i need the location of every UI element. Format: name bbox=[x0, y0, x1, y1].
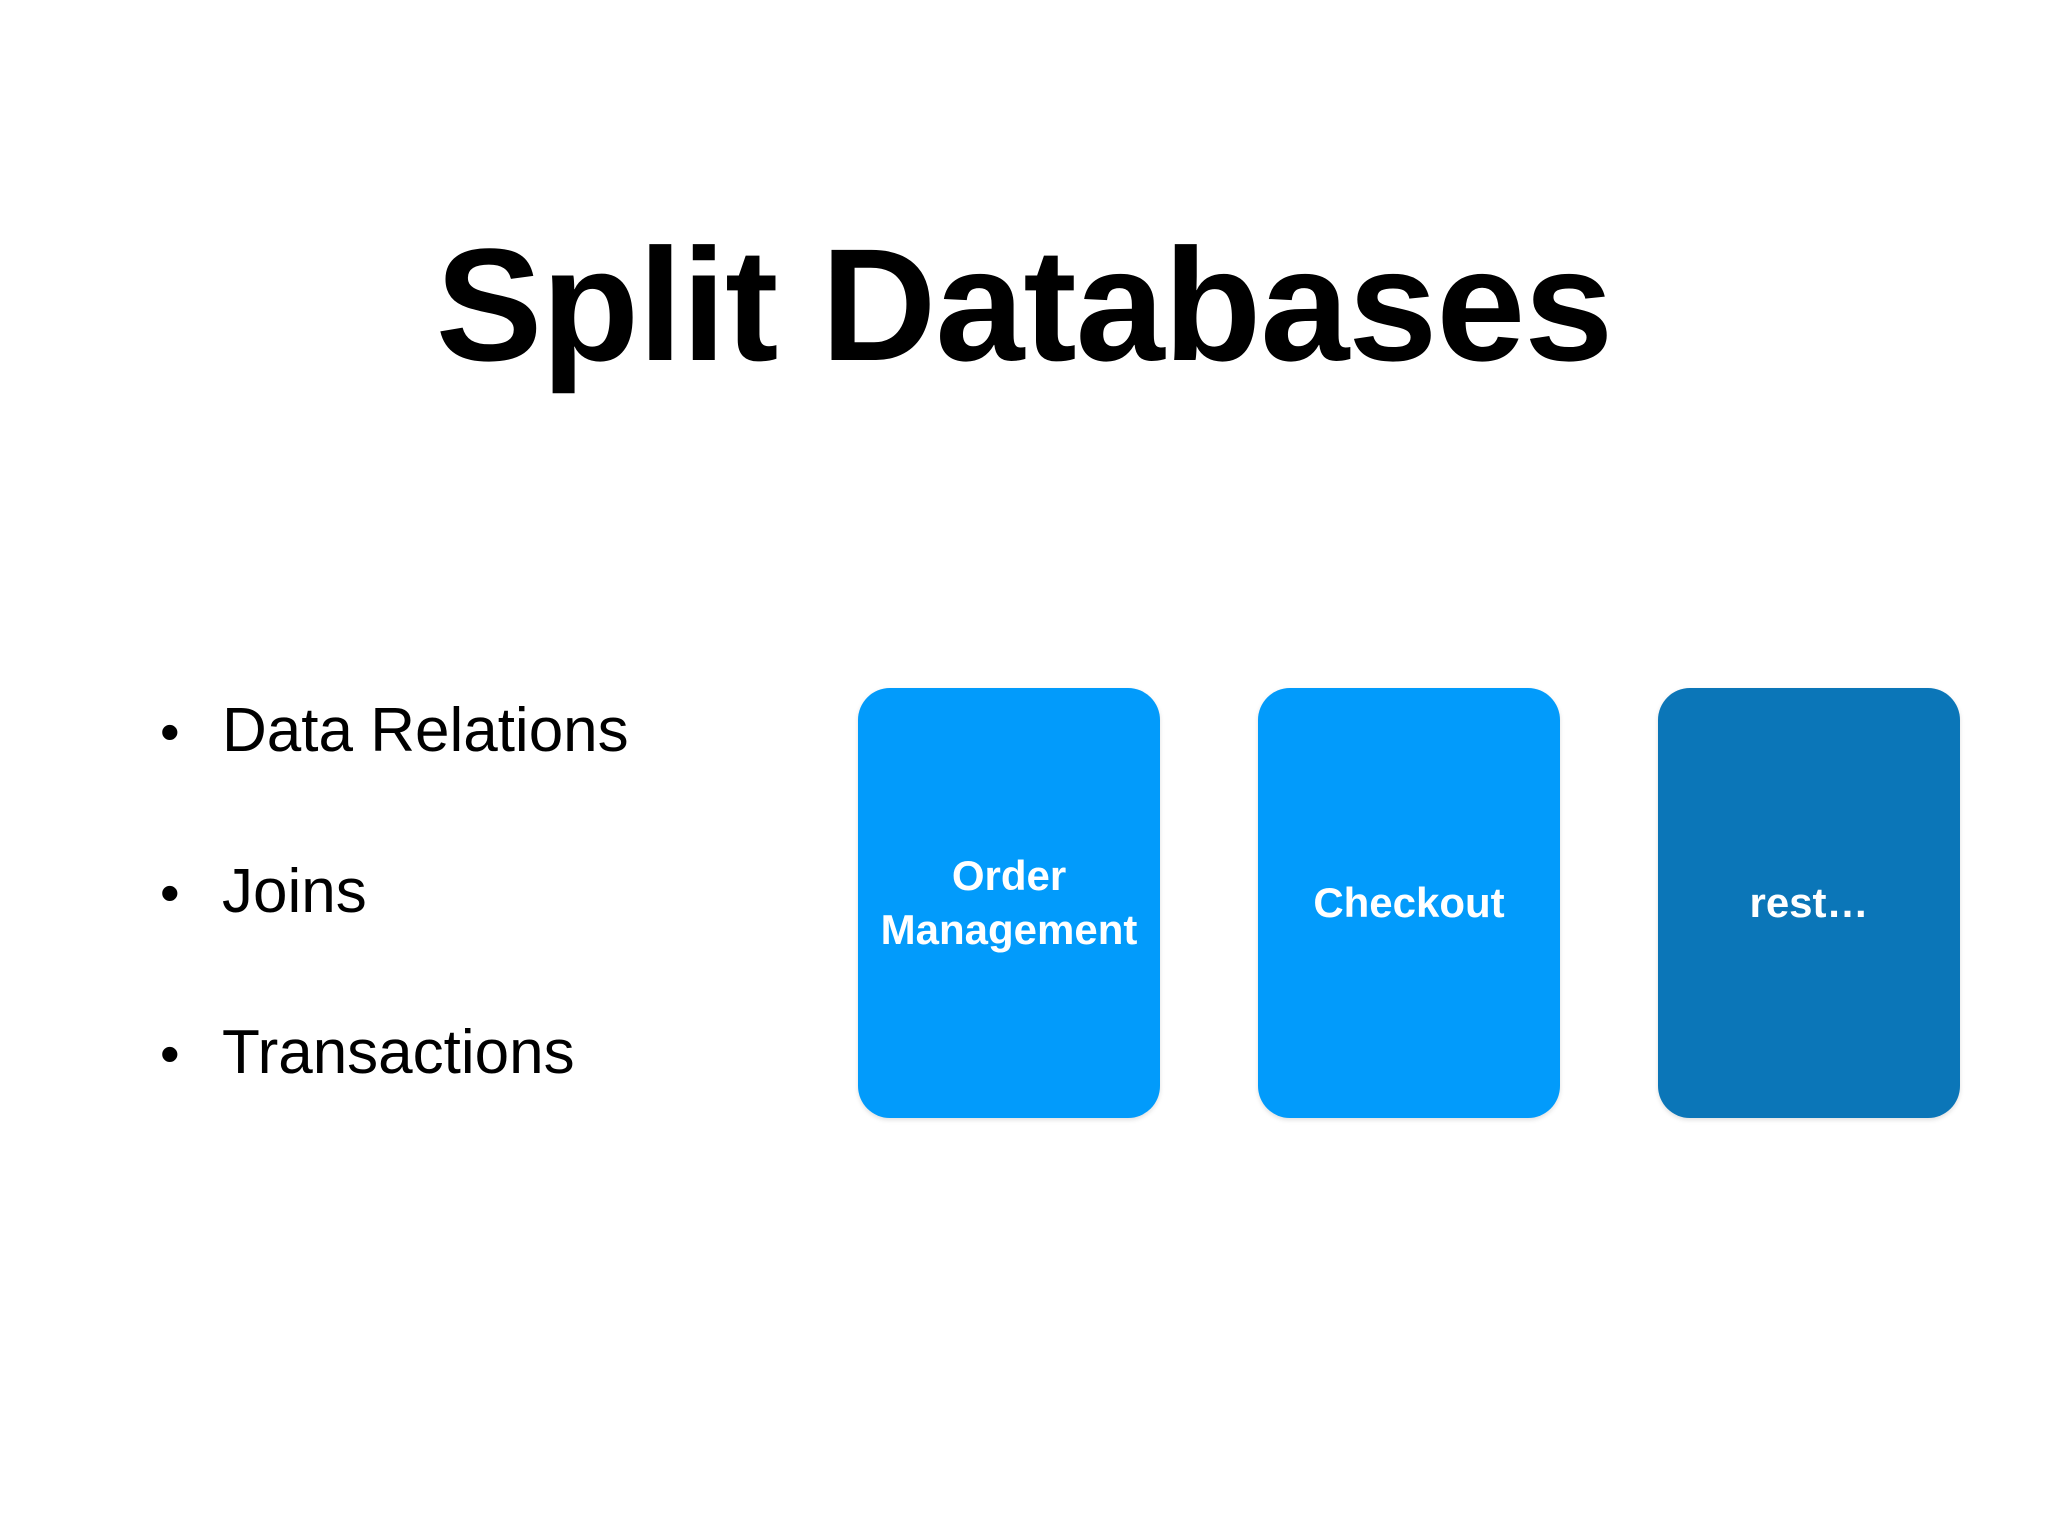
bullet-list: • Data Relations • Joins • Transactions bbox=[160, 700, 780, 1183]
page-title: Split Databases bbox=[435, 215, 1614, 395]
bullet-dot-icon: • bbox=[160, 1022, 180, 1085]
service-card-order-management: Order Management bbox=[858, 688, 1160, 1118]
bullet-label-transactions: Transactions bbox=[222, 1018, 575, 1087]
service-card-label: rest… bbox=[1749, 879, 1869, 927]
service-card-label: Order Management bbox=[880, 852, 1138, 953]
list-item: • Data Relations bbox=[160, 700, 780, 861]
service-card-rest: rest… bbox=[1658, 688, 1960, 1118]
bullet-dot-icon: • bbox=[160, 700, 180, 763]
bullet-label-data-relations: Data Relations bbox=[222, 696, 629, 765]
service-card-label: Checkout bbox=[1313, 879, 1505, 927]
list-item: • Joins bbox=[160, 861, 780, 1022]
bullet-label-joins: Joins bbox=[222, 857, 367, 926]
bullet-dot-icon: • bbox=[160, 861, 180, 924]
service-card-checkout: Checkout bbox=[1258, 688, 1560, 1118]
service-cards-group: Order Management Checkout rest… bbox=[858, 688, 1960, 1118]
list-item: • Transactions bbox=[160, 1022, 780, 1183]
